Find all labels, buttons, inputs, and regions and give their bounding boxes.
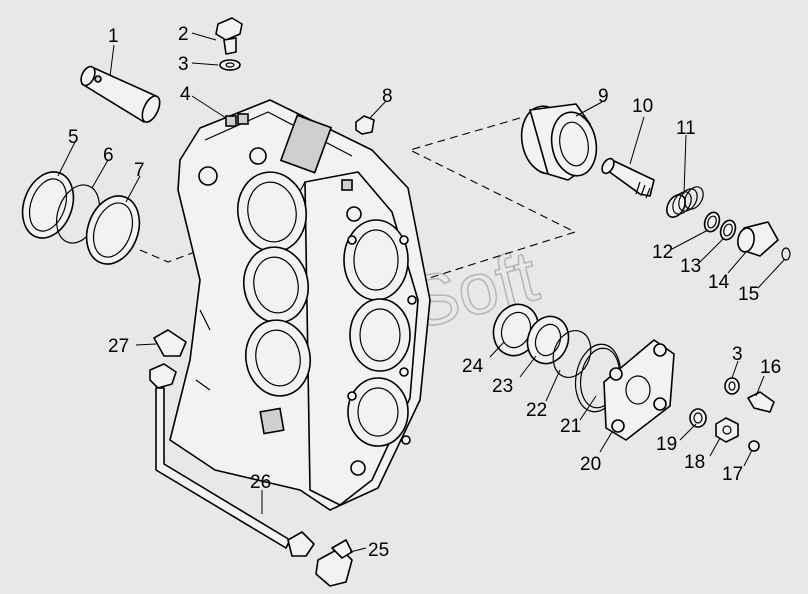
part-label-13: 13 [680,256,701,277]
part-label-12: 12 [652,242,673,263]
part-label-27: 27 [108,336,129,357]
small-rings [703,211,791,261]
rod-part [601,157,655,199]
part-label-19: 19 [656,434,677,455]
piston-part [520,103,598,181]
cover-plate [603,339,675,441]
caliper-body [169,99,431,511]
part-label-5: 5 [68,127,79,148]
part-labels: 1 2 3 3 4 5 6 7 8 9 10 11 12 13 14 15 16… [68,24,781,561]
part-label-8: 8 [382,86,393,107]
spring-part [666,186,704,218]
part-label-3: 3 [178,54,189,75]
fasteners [689,377,775,452]
part-label-22: 22 [526,400,547,421]
seal-stack [492,303,622,413]
part-label-24: 24 [462,356,484,377]
part-label-23: 23 [492,376,513,397]
part-label-2: 2 [178,24,189,45]
part-label-20: 20 [580,454,601,475]
part-label-15: 15 [738,284,759,305]
part-label-17: 17 [722,464,743,485]
part-label-26: 26 [250,472,271,493]
part-label-16: 16 [760,357,781,378]
part-label-21: 21 [560,416,581,437]
part-label-10: 10 [632,96,653,117]
part-label-11: 11 [676,118,696,139]
part-label-14: 14 [708,272,730,293]
part-label-25: 25 [368,540,389,561]
part-label-6: 6 [103,145,114,166]
part-label-9: 9 [598,86,609,107]
leader-lines [57,32,785,553]
plug-part [355,115,375,135]
part-label-4: 4 [180,84,191,105]
part-label-1: 1 [108,26,119,47]
part-label-18: 18 [684,452,705,473]
pin-part [80,65,161,123]
part-label-3: 3 [732,344,743,365]
part-label-7: 7 [134,160,145,181]
seal-rings [21,171,141,265]
bolt-part [215,17,243,71]
